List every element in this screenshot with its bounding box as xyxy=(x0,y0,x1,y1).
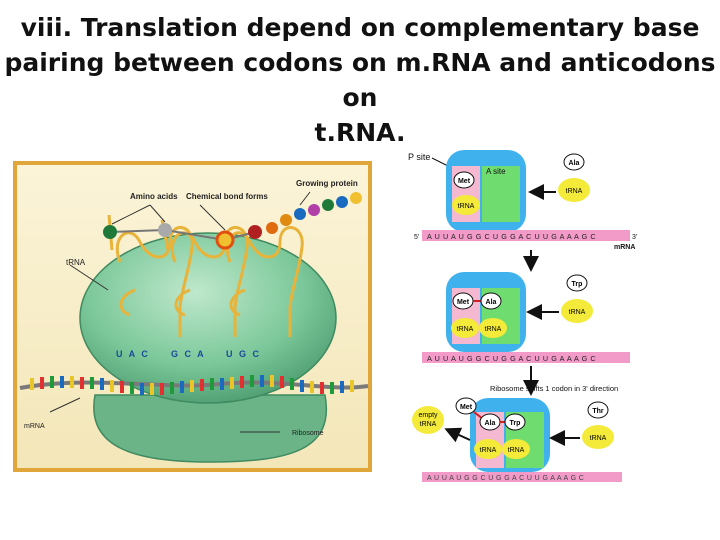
mrna-strip-3 xyxy=(422,472,622,482)
amino-acid-chain xyxy=(103,192,362,250)
trna-label-3: tRNA xyxy=(457,326,474,333)
ala-amino-acid-2 xyxy=(480,292,502,310)
trp-label-incoming: Trp xyxy=(572,281,583,288)
anticodon-3: U G C xyxy=(226,349,261,359)
p-site-label: P site xyxy=(408,152,430,162)
ala-label-incoming: Ala xyxy=(569,160,580,167)
amino-acids-label: Amino acids xyxy=(130,192,178,201)
mrna-strip-label: mRNA xyxy=(614,244,635,251)
title-line-3: t.RNA. xyxy=(314,118,406,147)
ribosome-shift-label: Ribosome shifts 1 codon in 3' direction xyxy=(490,384,618,393)
ribosome-small-subunit xyxy=(93,394,328,463)
trp-amino-acid-incoming xyxy=(566,274,588,292)
trna-met xyxy=(452,195,480,215)
trna-label-8: tRNA xyxy=(590,435,607,442)
step-3: Met Ala Trp tRNA tRNA empty tRNA Thr tRN… xyxy=(412,397,622,482)
empty-trna xyxy=(412,406,444,434)
amino-acid-3 xyxy=(248,225,262,239)
thr-label-incoming: Thr xyxy=(592,408,604,415)
right-translation-steps: P site A site Met tRNA Ala tRNA 5' A U U… xyxy=(408,150,637,482)
protein-residue xyxy=(294,208,306,220)
title-line-2: pairing between codons on m.RNA and anti… xyxy=(4,48,716,112)
trna-label-5: tRNA xyxy=(569,309,586,316)
ala-label-3: Ala xyxy=(485,420,496,427)
protein-residue xyxy=(336,196,348,208)
mrna-bases xyxy=(30,375,354,395)
ribosome-large-subunit xyxy=(79,232,337,404)
label-leader-lines xyxy=(49,191,311,433)
anticodon-1: U A C xyxy=(116,349,150,359)
trna-label-7: tRNA xyxy=(508,447,525,454)
trna-1 xyxy=(115,225,194,337)
met-label-2: Met xyxy=(457,299,470,306)
empty-trna-label-1: empty xyxy=(418,412,438,419)
ala-label-2: Ala xyxy=(486,299,497,306)
three-prime-label: 3' xyxy=(632,234,637,241)
met-label-3: Met xyxy=(460,404,473,411)
thr-amino-acid-incoming xyxy=(587,401,609,419)
empty-trna-label-2: tRNA xyxy=(420,421,437,428)
amino-acid-1 xyxy=(103,225,117,239)
mrna-sequence-2: A U U A U G G C U G G A C U U G A A A G … xyxy=(427,354,596,363)
left-translation-figure: Amino acids Chemical bond forms Growing … xyxy=(13,161,372,472)
met-label: Met xyxy=(458,178,471,185)
protein-residue xyxy=(266,222,278,234)
ala-amino-acid-incoming xyxy=(563,153,585,171)
protein-residue xyxy=(280,214,292,226)
trna-3 xyxy=(225,225,304,337)
chemical-bond-burst xyxy=(215,230,235,250)
a-site xyxy=(482,166,520,222)
trna-label-6: tRNA xyxy=(480,447,497,454)
step-2: Met Ala tRNA tRNA Trp tRNA A U U A U G G… xyxy=(422,272,630,363)
trna-ala-incoming xyxy=(558,178,590,202)
trna-label-1: tRNA xyxy=(458,203,475,210)
trna-label-2: tRNA xyxy=(566,188,583,195)
anticodon-2: G C A xyxy=(171,349,206,359)
slide-title: viii. Translation depend on complementar… xyxy=(0,10,720,150)
trp-amino-acid-3 xyxy=(504,413,526,431)
growing-protein-label: Growing protein xyxy=(296,179,358,188)
amino-acid-2 xyxy=(158,223,172,237)
five-prime-label: 5' xyxy=(414,234,419,241)
trna-label-4: tRNA xyxy=(485,326,502,333)
protein-residue xyxy=(322,199,334,211)
mrna-label: mRNA xyxy=(24,423,45,430)
trna-label: tRNA xyxy=(66,258,86,267)
mrna-sequence-3: A U U A U G G C U G G A C U U G A A A G … xyxy=(427,475,584,482)
met-amino-acid xyxy=(453,171,475,189)
met-amino-acid-3 xyxy=(455,397,477,415)
trp-label-3: Trp xyxy=(510,420,521,427)
protein-residue xyxy=(308,204,320,216)
mrna-sequence-1: A U U A U G G C U G G A C U U G A A A G … xyxy=(427,232,596,241)
mrna-strip-1 xyxy=(422,230,630,241)
title-line-1: viii. Translation depend on complementar… xyxy=(20,13,700,42)
mrna-strip-2 xyxy=(422,352,630,363)
step-1: P site A site Met tRNA Ala tRNA 5' A U U… xyxy=(408,150,637,251)
a-site-label: A site xyxy=(486,167,506,176)
ribosome-label: Ribosome xyxy=(292,430,324,437)
chemical-bond-label: Chemical bond forms xyxy=(186,192,268,201)
protein-residue xyxy=(350,192,362,204)
